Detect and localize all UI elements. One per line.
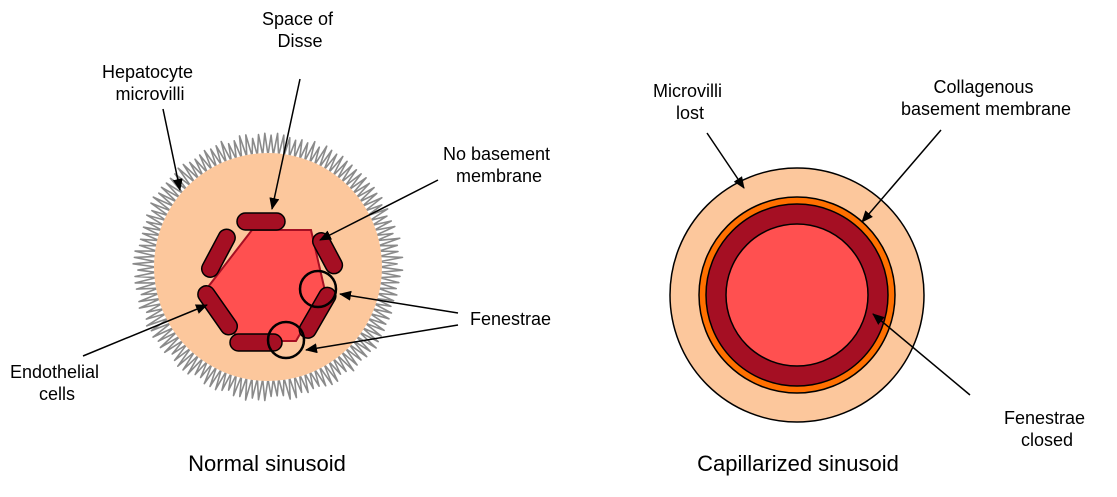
label-no-basement-membrane: No basement membrane <box>443 144 555 186</box>
endothelial-cell <box>230 334 282 351</box>
arrow-hepatocyte-microvilli <box>163 109 180 190</box>
label-fenestrae-closed: Fenestrae closed <box>1004 408 1090 450</box>
capillarized-sinusoid: Microvilli lost Collagenous basement mem… <box>653 77 1090 476</box>
label-line: basement membrane <box>901 99 1071 119</box>
arrow-microvilli-lost <box>707 133 744 188</box>
label-hepatocyte-microvilli: Hepatocyte microvilli <box>102 62 198 104</box>
label-collagenous-basement-membrane: Collagenous basement membrane <box>901 77 1071 119</box>
caption-normal-sinusoid: Normal sinusoid <box>188 451 346 476</box>
label-line: Disse <box>277 31 322 51</box>
endothelial-cell <box>237 213 285 230</box>
label-endothelial-cells: Endothelial cells <box>10 362 104 404</box>
label-line: Fenestrae <box>1004 408 1085 428</box>
capillarized-lumen <box>726 224 868 366</box>
label-space-of-disse: Space of Disse <box>262 9 338 51</box>
caption-capillarized-sinusoid: Capillarized sinusoid <box>697 451 899 476</box>
label-line: membrane <box>456 166 542 186</box>
label-line: lost <box>676 103 704 123</box>
label-line: Hepatocyte <box>102 62 193 82</box>
label-microvilli-lost: Microvilli lost <box>653 81 727 123</box>
label-fenestrae: Fenestrae <box>470 309 551 329</box>
label-line: Microvilli <box>653 81 722 101</box>
label-line: cells <box>39 384 75 404</box>
label-line: Collagenous <box>933 77 1033 97</box>
label-line: closed <box>1021 430 1073 450</box>
arrow-collagenous-basement-membrane <box>862 130 941 222</box>
label-line: Space of <box>262 9 334 29</box>
label-line: microvilli <box>116 84 185 104</box>
label-line: No basement <box>443 144 550 164</box>
label-line: Endothelial <box>10 362 99 382</box>
normal-sinusoid: Space of Disse Hepatocyte microvilli No … <box>10 9 555 476</box>
